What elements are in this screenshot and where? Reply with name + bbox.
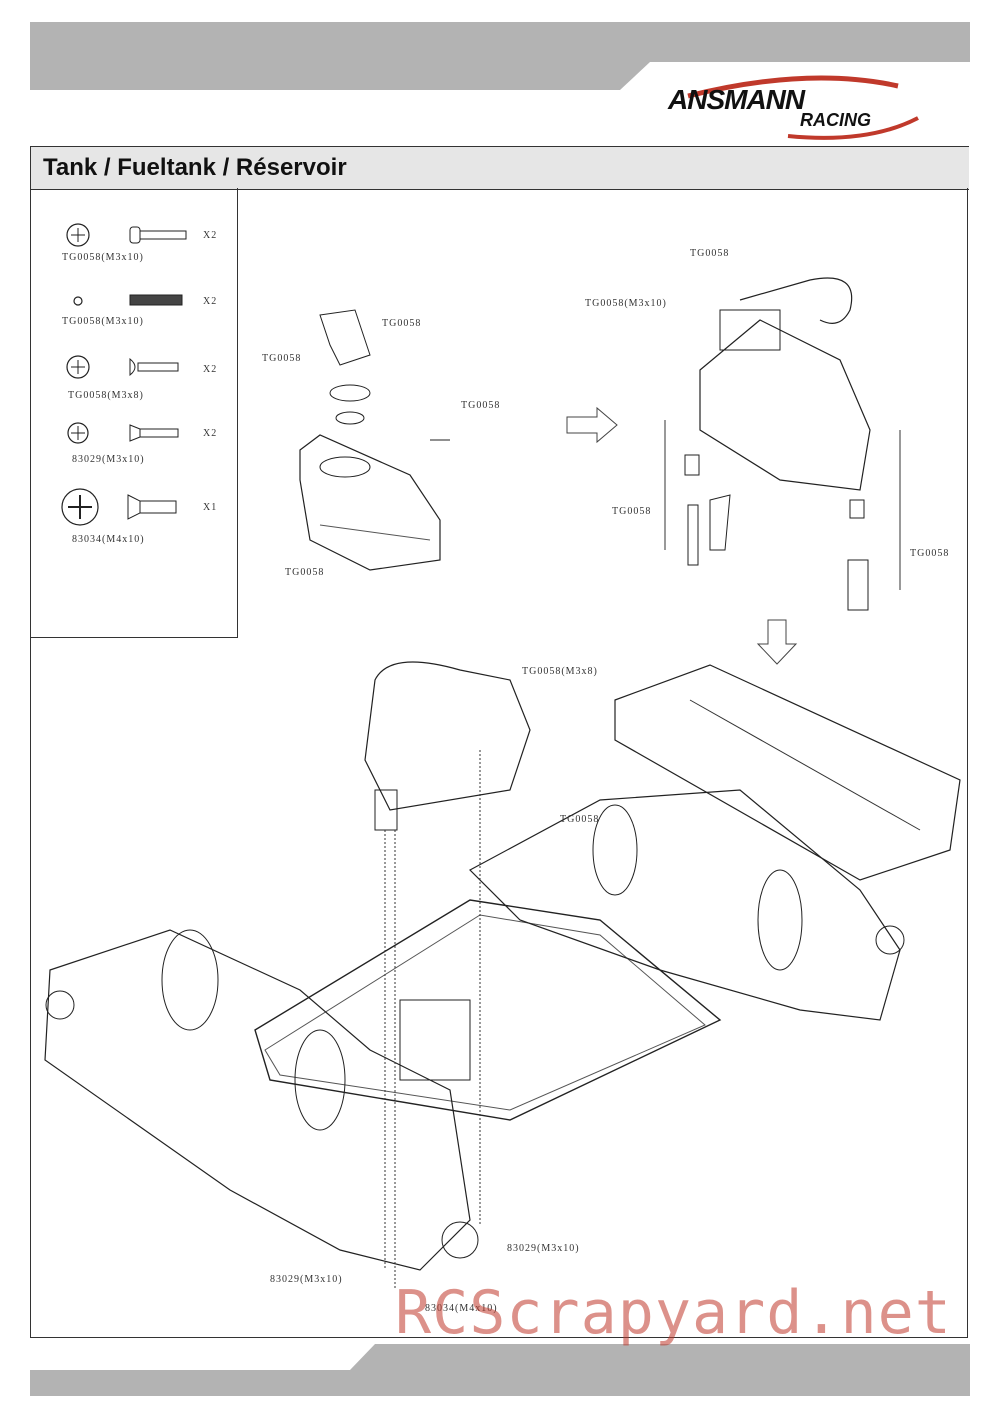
part-code: 83029(M3x10): [72, 454, 145, 465]
chassis-assembly-drawing: [44, 661, 961, 1290]
callout-label: 83029(M3x10): [507, 1243, 580, 1254]
callout-label: 83034(M4x10): [425, 1303, 498, 1314]
parts-icons: [61, 223, 187, 526]
callout-label: TG0058: [560, 814, 600, 825]
part-qty: X1: [203, 502, 218, 513]
arrow-down-icon: [756, 619, 798, 665]
part-code: TG0058(M3x10): [62, 252, 144, 263]
part-qty: X2: [203, 428, 218, 439]
ansmann-logo: ANSMANN RACING: [668, 66, 938, 146]
callout-label: TG0058: [461, 400, 501, 411]
tank-exploded-drawing: [299, 309, 450, 571]
part-qty: X2: [203, 364, 218, 375]
callout-label: TG0058: [262, 353, 302, 364]
part-code: 83034(M4x10): [72, 534, 145, 545]
flat-screw-icon: [67, 422, 179, 444]
set-screw-icon: [73, 294, 183, 306]
logo-text: ANSMANN: [668, 84, 805, 115]
part-qty: X2: [203, 296, 218, 307]
callout-label: 83029(M3x10): [270, 1274, 343, 1285]
logo-subtext: RACING: [800, 110, 871, 130]
callout-label: TG0058: [910, 548, 950, 559]
button-screw-icon: [66, 355, 179, 379]
parts-list: [30, 188, 238, 638]
callout-label: TG0058: [382, 318, 422, 329]
callout-label: TG0058: [285, 567, 325, 578]
flat-screw-large-icon: [61, 488, 177, 526]
screw-head-icon: [66, 223, 90, 247]
section-title: Tank / Fueltank / Réservoir: [43, 154, 347, 181]
screw-side-icon: [129, 226, 187, 244]
header-bar: [30, 22, 970, 90]
part-code: TG0058(M3x10): [62, 316, 144, 327]
footer-bar: [30, 1344, 970, 1396]
callout-label: TG0058(M3x10): [585, 298, 667, 309]
logo-swoosh-icon: [687, 75, 919, 140]
arrow-right-icon: [566, 406, 618, 444]
tank-mount-drawing: [664, 277, 901, 611]
callout-label: TG0058: [690, 248, 730, 259]
callout-label: TG0058: [612, 506, 652, 517]
content-frame: [30, 188, 968, 1338]
part-code: TG0058(M3x8): [68, 390, 144, 401]
part-qty: X2: [203, 230, 218, 241]
callout-label: TG0058(M3x8): [522, 666, 598, 677]
section-header: Tank / Fueltank / Réservoir: [30, 146, 969, 190]
watermark: RCScrapyard.net: [395, 1278, 952, 1348]
